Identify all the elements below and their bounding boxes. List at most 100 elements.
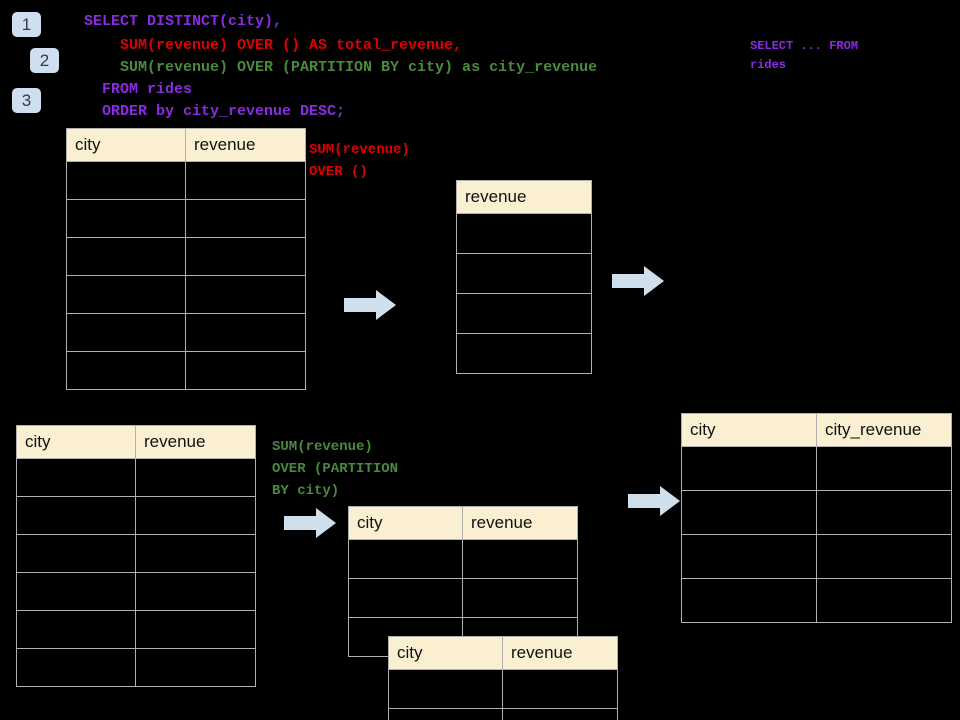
- cell-revenue: [462, 539, 578, 579]
- cell-revenue: [502, 669, 618, 709]
- cell-revenue: [456, 253, 592, 294]
- arrow-total-to-result-icon: [612, 266, 664, 296]
- column-header-revenue: revenue: [502, 636, 618, 670]
- cell-revenue: [502, 708, 618, 720]
- cell-revenue: [185, 351, 306, 390]
- cell-city: [66, 237, 186, 276]
- table-partition-group-back: city revenue: [348, 506, 578, 657]
- table-row: [16, 648, 256, 687]
- cell-revenue: [462, 578, 578, 618]
- annotation-sum-over-partition: SUM(revenue) OVER (PARTITION BY city): [272, 439, 399, 499]
- table-row: [16, 458, 256, 497]
- table-header-row: city city_revenue: [681, 413, 952, 447]
- table-header-row: city revenue: [348, 506, 578, 540]
- table-row: [348, 539, 578, 579]
- arrow-source-to-partition-icon: [284, 508, 336, 538]
- table-row: [388, 669, 618, 709]
- cell-city-revenue: [816, 490, 952, 535]
- cell-city: [16, 534, 136, 573]
- cell-revenue: [185, 313, 306, 352]
- table-row: [66, 351, 306, 390]
- sql-line-from: FROM rides: [84, 81, 193, 98]
- column-header-revenue: revenue: [462, 506, 578, 540]
- table-row: [16, 572, 256, 611]
- table-row: [681, 534, 952, 579]
- cell-revenue: [135, 572, 256, 611]
- cell-revenue: [135, 496, 256, 535]
- column-header-revenue: revenue: [456, 180, 592, 214]
- column-header-revenue: revenue: [185, 128, 306, 162]
- table-row: [66, 313, 306, 352]
- table-rides-source-top: city revenue: [66, 128, 306, 390]
- cell-city: [16, 572, 136, 611]
- table-row: [456, 293, 592, 334]
- cell-city: [16, 610, 136, 649]
- step-badge-1: 1: [12, 12, 41, 37]
- table-row: [681, 446, 952, 491]
- step-badge-2: 2: [30, 48, 59, 73]
- cell-revenue: [456, 333, 592, 374]
- table-row: [348, 578, 578, 618]
- cell-city: [681, 446, 817, 491]
- column-header-city: city: [66, 128, 186, 162]
- column-header-city: city: [348, 506, 463, 540]
- column-header-city-revenue: city_revenue: [816, 413, 952, 447]
- table-row: [681, 490, 952, 535]
- table-header-row: revenue: [456, 180, 592, 214]
- cell-revenue: [185, 199, 306, 238]
- annotation-sum-over-empty: SUM(revenue) OVER (): [309, 142, 410, 180]
- cell-city: [348, 578, 463, 618]
- table-final-result: city city_revenue: [681, 413, 952, 623]
- sql-line-city-revenue: SUM(revenue) OVER (PARTITION BY city) as…: [84, 59, 598, 76]
- step-badge-3: 3: [12, 88, 41, 113]
- cell-city: [681, 578, 817, 623]
- column-header-city: city: [681, 413, 817, 447]
- table-partition-group-front: city revenue: [388, 636, 618, 720]
- table-row: [66, 161, 306, 200]
- table-row: [16, 496, 256, 535]
- table-rides-source-bottom: city revenue: [16, 425, 256, 687]
- cell-city: [66, 313, 186, 352]
- cell-revenue: [185, 275, 306, 314]
- table-row: [16, 534, 256, 573]
- cell-city: [388, 669, 503, 709]
- cell-city: [66, 351, 186, 390]
- table-row: [456, 213, 592, 254]
- cell-revenue: [456, 293, 592, 334]
- table-row: [66, 199, 306, 238]
- cell-revenue: [135, 648, 256, 687]
- cell-city: [16, 458, 136, 497]
- cell-city: [681, 534, 817, 579]
- table-row: [456, 333, 592, 374]
- cell-revenue: [135, 458, 256, 497]
- table-row: [681, 578, 952, 623]
- table-row: [66, 237, 306, 276]
- cell-revenue: [185, 237, 306, 276]
- cell-city: [681, 490, 817, 535]
- table-row: [16, 610, 256, 649]
- column-header-city: city: [16, 425, 136, 459]
- cell-revenue: [185, 161, 306, 200]
- cell-city-revenue: [816, 534, 952, 579]
- cell-city: [16, 496, 136, 535]
- cell-city-revenue: [816, 446, 952, 491]
- cell-city: [348, 539, 463, 579]
- cell-revenue: [135, 534, 256, 573]
- cell-city: [66, 275, 186, 314]
- cell-revenue: [456, 213, 592, 254]
- cell-city: [16, 648, 136, 687]
- sql-note-select-from-rides: SELECT ... FROM rides: [750, 39, 859, 72]
- table-row: [456, 253, 592, 294]
- sql-line-order-by: ORDER by city_revenue DESC;: [84, 103, 346, 120]
- table-row: [66, 275, 306, 314]
- sql-line-total-revenue: SUM(revenue) OVER () AS total_revenue,: [84, 37, 463, 54]
- cell-city-revenue: [816, 578, 952, 623]
- table-header-row: city revenue: [388, 636, 618, 670]
- cell-city: [66, 161, 186, 200]
- table-header-row: city revenue: [16, 425, 256, 459]
- table-total-revenue: revenue: [456, 180, 592, 374]
- arrow-source-to-total-icon: [344, 290, 396, 320]
- column-header-revenue: revenue: [135, 425, 256, 459]
- arrow-partition-to-result-icon: [628, 486, 680, 516]
